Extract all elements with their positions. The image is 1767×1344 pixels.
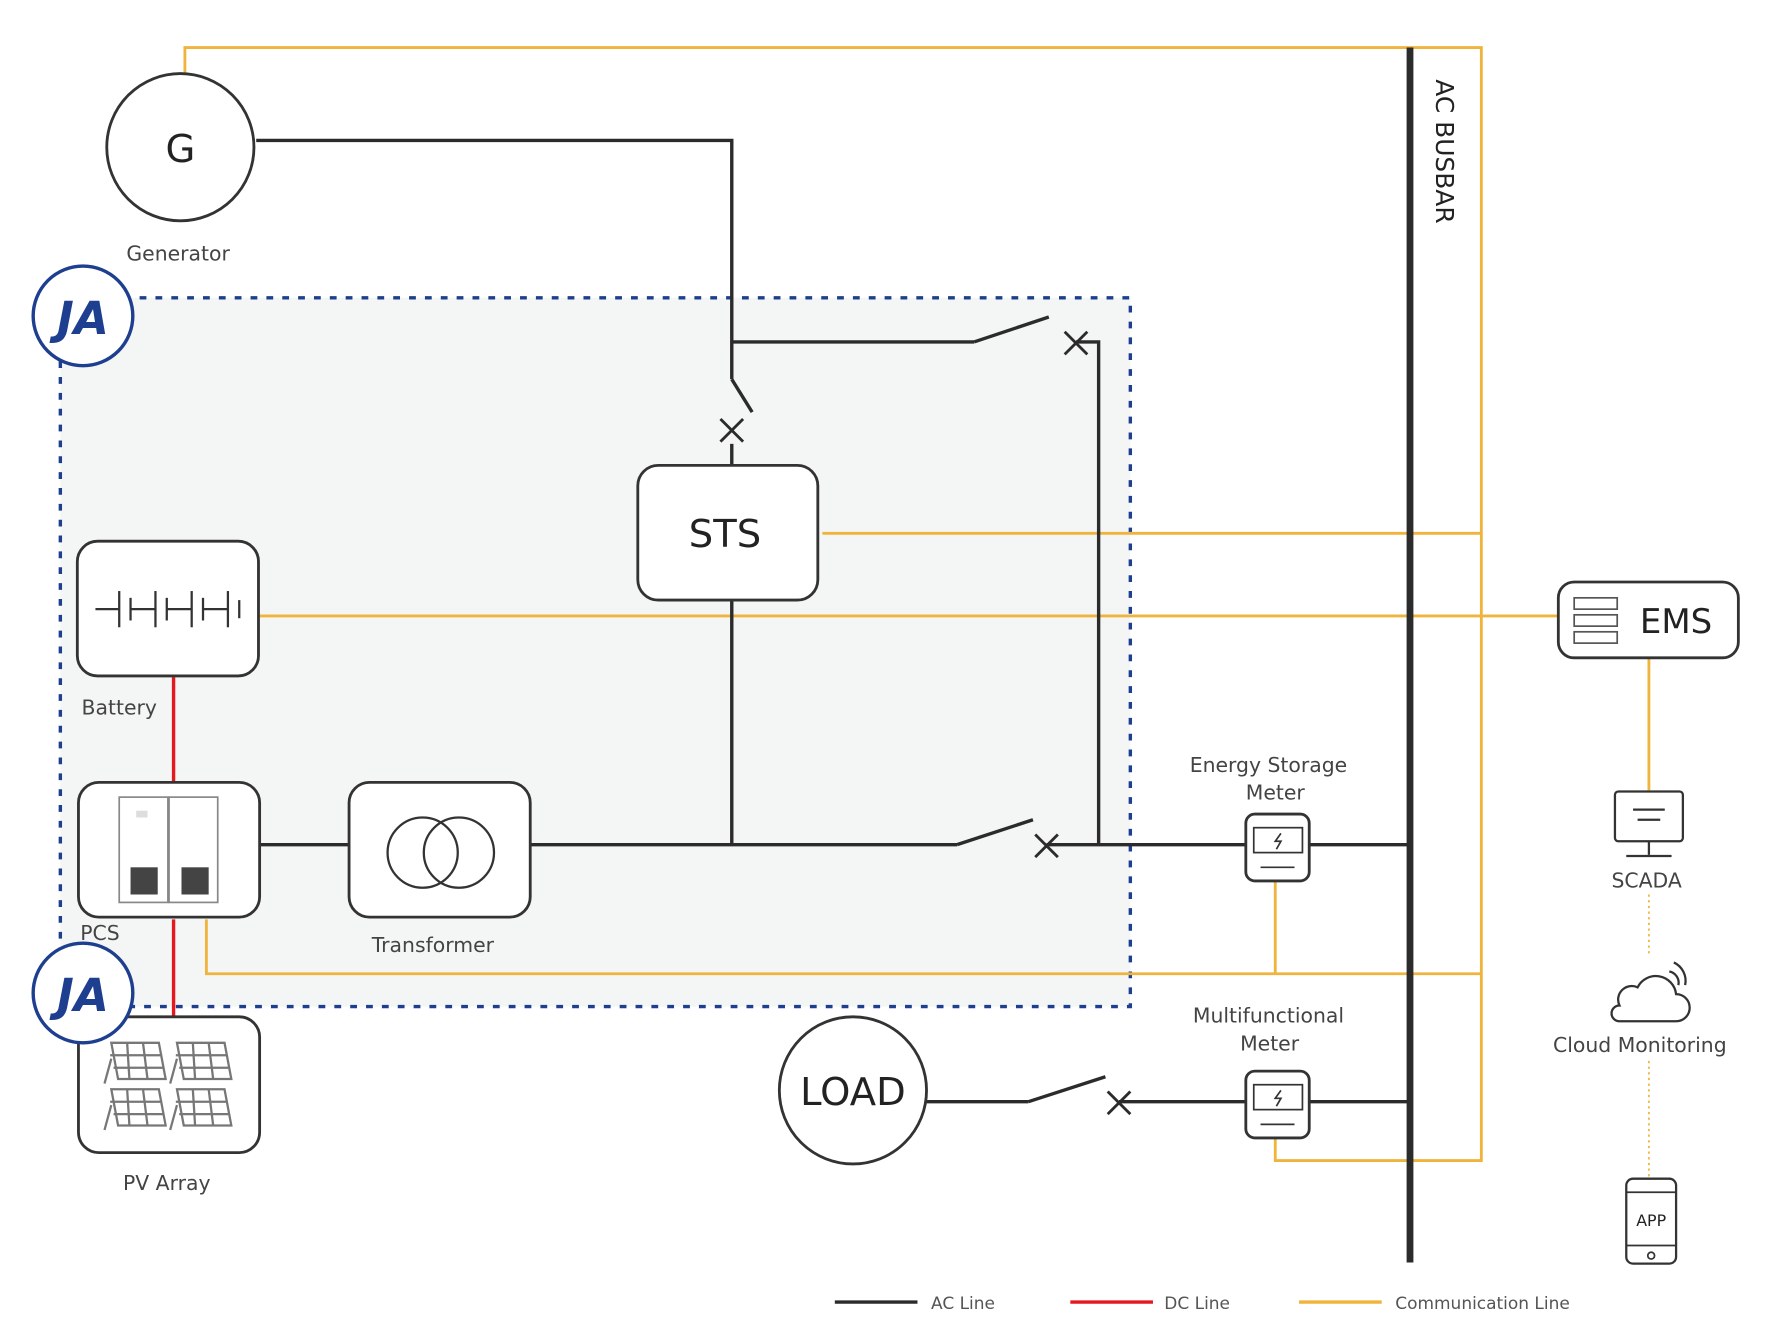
svg-text:JA: JA: [49, 292, 109, 345]
transformer-label: Transformer: [371, 933, 495, 957]
cloud-monitoring[interactable]: Cloud Monitoring: [1553, 961, 1727, 1057]
pcs[interactable]: PCS: [77, 780, 262, 945]
communication-lines: [183, 46, 1651, 1178]
load[interactable]: LOAD: [777, 1015, 928, 1166]
legend: AC Line DC Line Communication Line: [834, 1294, 1570, 1314]
svg-text:Meter: Meter: [1246, 780, 1306, 804]
transformer-icon: [386, 816, 496, 889]
cloud-icon: [1610, 974, 1691, 1023]
app[interactable]: APP: [1625, 1177, 1678, 1265]
legend-dc-label: DC Line: [1164, 1294, 1230, 1314]
ac-busbar-label: AC BUSBAR: [1430, 79, 1459, 223]
ja-logo-bottom: JA: [31, 941, 135, 1045]
svg-text:APP: APP: [1636, 1211, 1666, 1230]
pv-array[interactable]: PV Array: [77, 1015, 262, 1195]
generator-symbol: G: [165, 127, 195, 172]
phone-icon: [1625, 1177, 1678, 1265]
signal-icon: [1668, 961, 1687, 986]
load-label: LOAD: [800, 1070, 906, 1115]
ems[interactable]: EMS: [1556, 580, 1740, 660]
transformer[interactable]: Transformer: [347, 780, 532, 957]
generator-label: Generator: [126, 241, 230, 265]
scada[interactable]: SCADA: [1611, 790, 1685, 893]
server-icon: [1573, 596, 1619, 644]
battery-icon: [95, 591, 241, 628]
solar-panel-icon: [103, 1041, 233, 1131]
multifunctional-meter[interactable]: Multifunctional Meter: [1193, 1003, 1344, 1140]
ja-logo-top: JA: [31, 264, 135, 368]
pcs-label: PCS: [80, 921, 119, 945]
monitor-icon: [1613, 790, 1685, 858]
pv-array-label: PV Array: [123, 1171, 211, 1195]
svg-text:Meter: Meter: [1240, 1032, 1300, 1056]
battery-label: Battery: [82, 695, 157, 719]
ac-lines: [256, 47, 1414, 1263]
svg-text:Multifunctional: Multifunctional: [1193, 1003, 1344, 1027]
sts-label: STS: [689, 512, 761, 557]
legend-ac-label: AC Line: [931, 1294, 995, 1314]
breaker-x-icons: [719, 330, 1132, 1116]
energy-storage-meter[interactable]: Energy Storage Meter: [1190, 753, 1348, 883]
sts[interactable]: STS: [636, 463, 820, 602]
svg-text:Cloud Monitoring: Cloud Monitoring: [1553, 1033, 1727, 1057]
pcs-cabinet-icon: [118, 796, 219, 904]
legend-comm-label: Communication Line: [1395, 1294, 1570, 1314]
battery[interactable]: Battery: [75, 539, 260, 719]
lightning-icon: [1273, 1089, 1283, 1107]
svg-text:EMS: EMS: [1640, 602, 1712, 642]
lightning-icon: [1273, 832, 1283, 850]
svg-text:Energy Storage: Energy Storage: [1190, 753, 1348, 777]
svg-text:JA: JA: [49, 969, 109, 1022]
svg-text:SCADA: SCADA: [1611, 869, 1681, 893]
generator[interactable]: G Generator: [105, 72, 256, 266]
